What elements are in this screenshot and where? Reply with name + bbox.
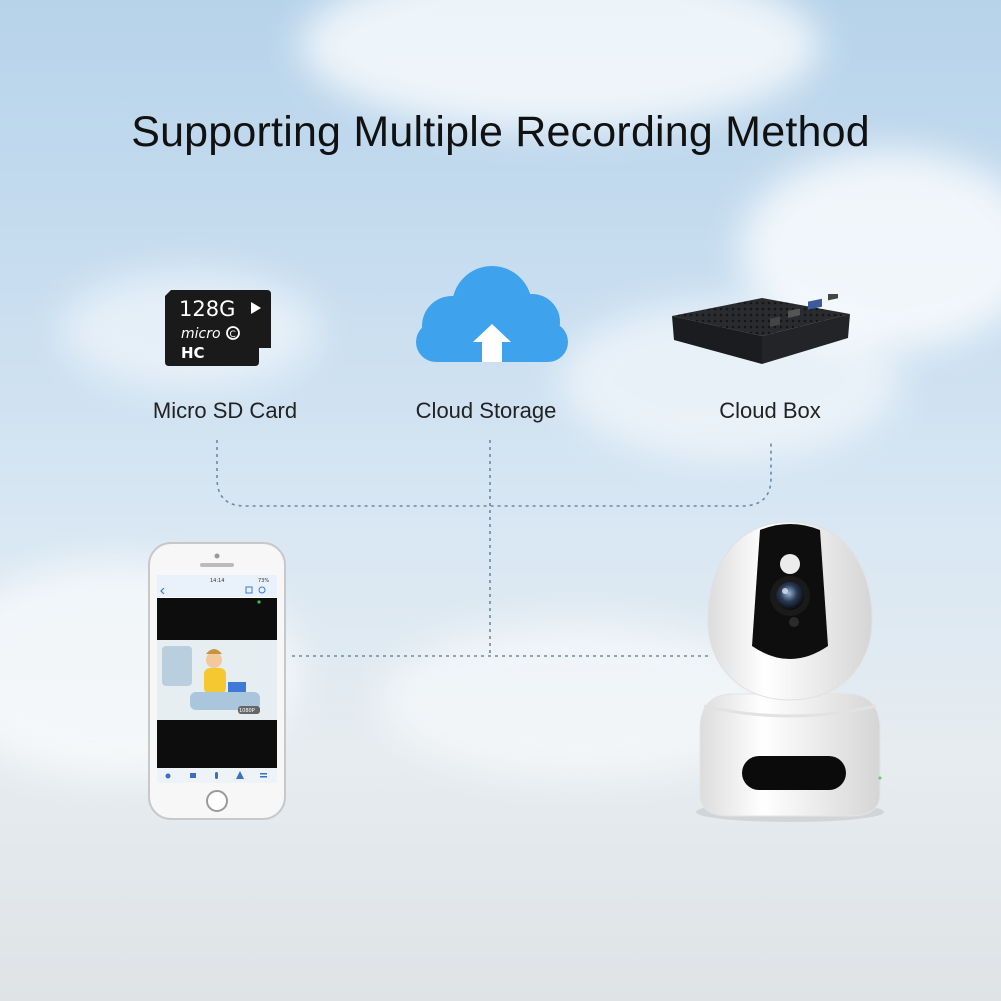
phone-video-badge: 1080P	[239, 708, 255, 714]
sd-brand-text: micro	[181, 326, 221, 342]
storage-label-micro-sd: Micro SD Card	[152, 398, 298, 423]
cloud-upload-icon	[416, 266, 568, 362]
phone-battery: 73%	[258, 578, 269, 584]
sd-hc-text: HC	[181, 344, 205, 362]
smartphone-illustration: 14:14 73% 1080P	[148, 542, 286, 820]
background-cloud	[300, 0, 820, 130]
storage-label-cloud-box: Cloud Box	[719, 398, 821, 423]
cloud-box-device-icon	[672, 294, 850, 364]
sd-class-mark: C	[230, 330, 236, 340]
connector-sd	[216, 440, 772, 507]
phone-status-time: 14:14	[210, 578, 224, 584]
micro-sd-card-icon: 128G micro HC C	[165, 290, 271, 366]
page-title: Supporting Multiple Recording Method	[131, 108, 870, 156]
storage-label-cloud-storage: Cloud Storage	[415, 398, 557, 423]
security-camera-illustration	[696, 521, 884, 822]
sd-capacity-text: 128G	[179, 297, 235, 321]
